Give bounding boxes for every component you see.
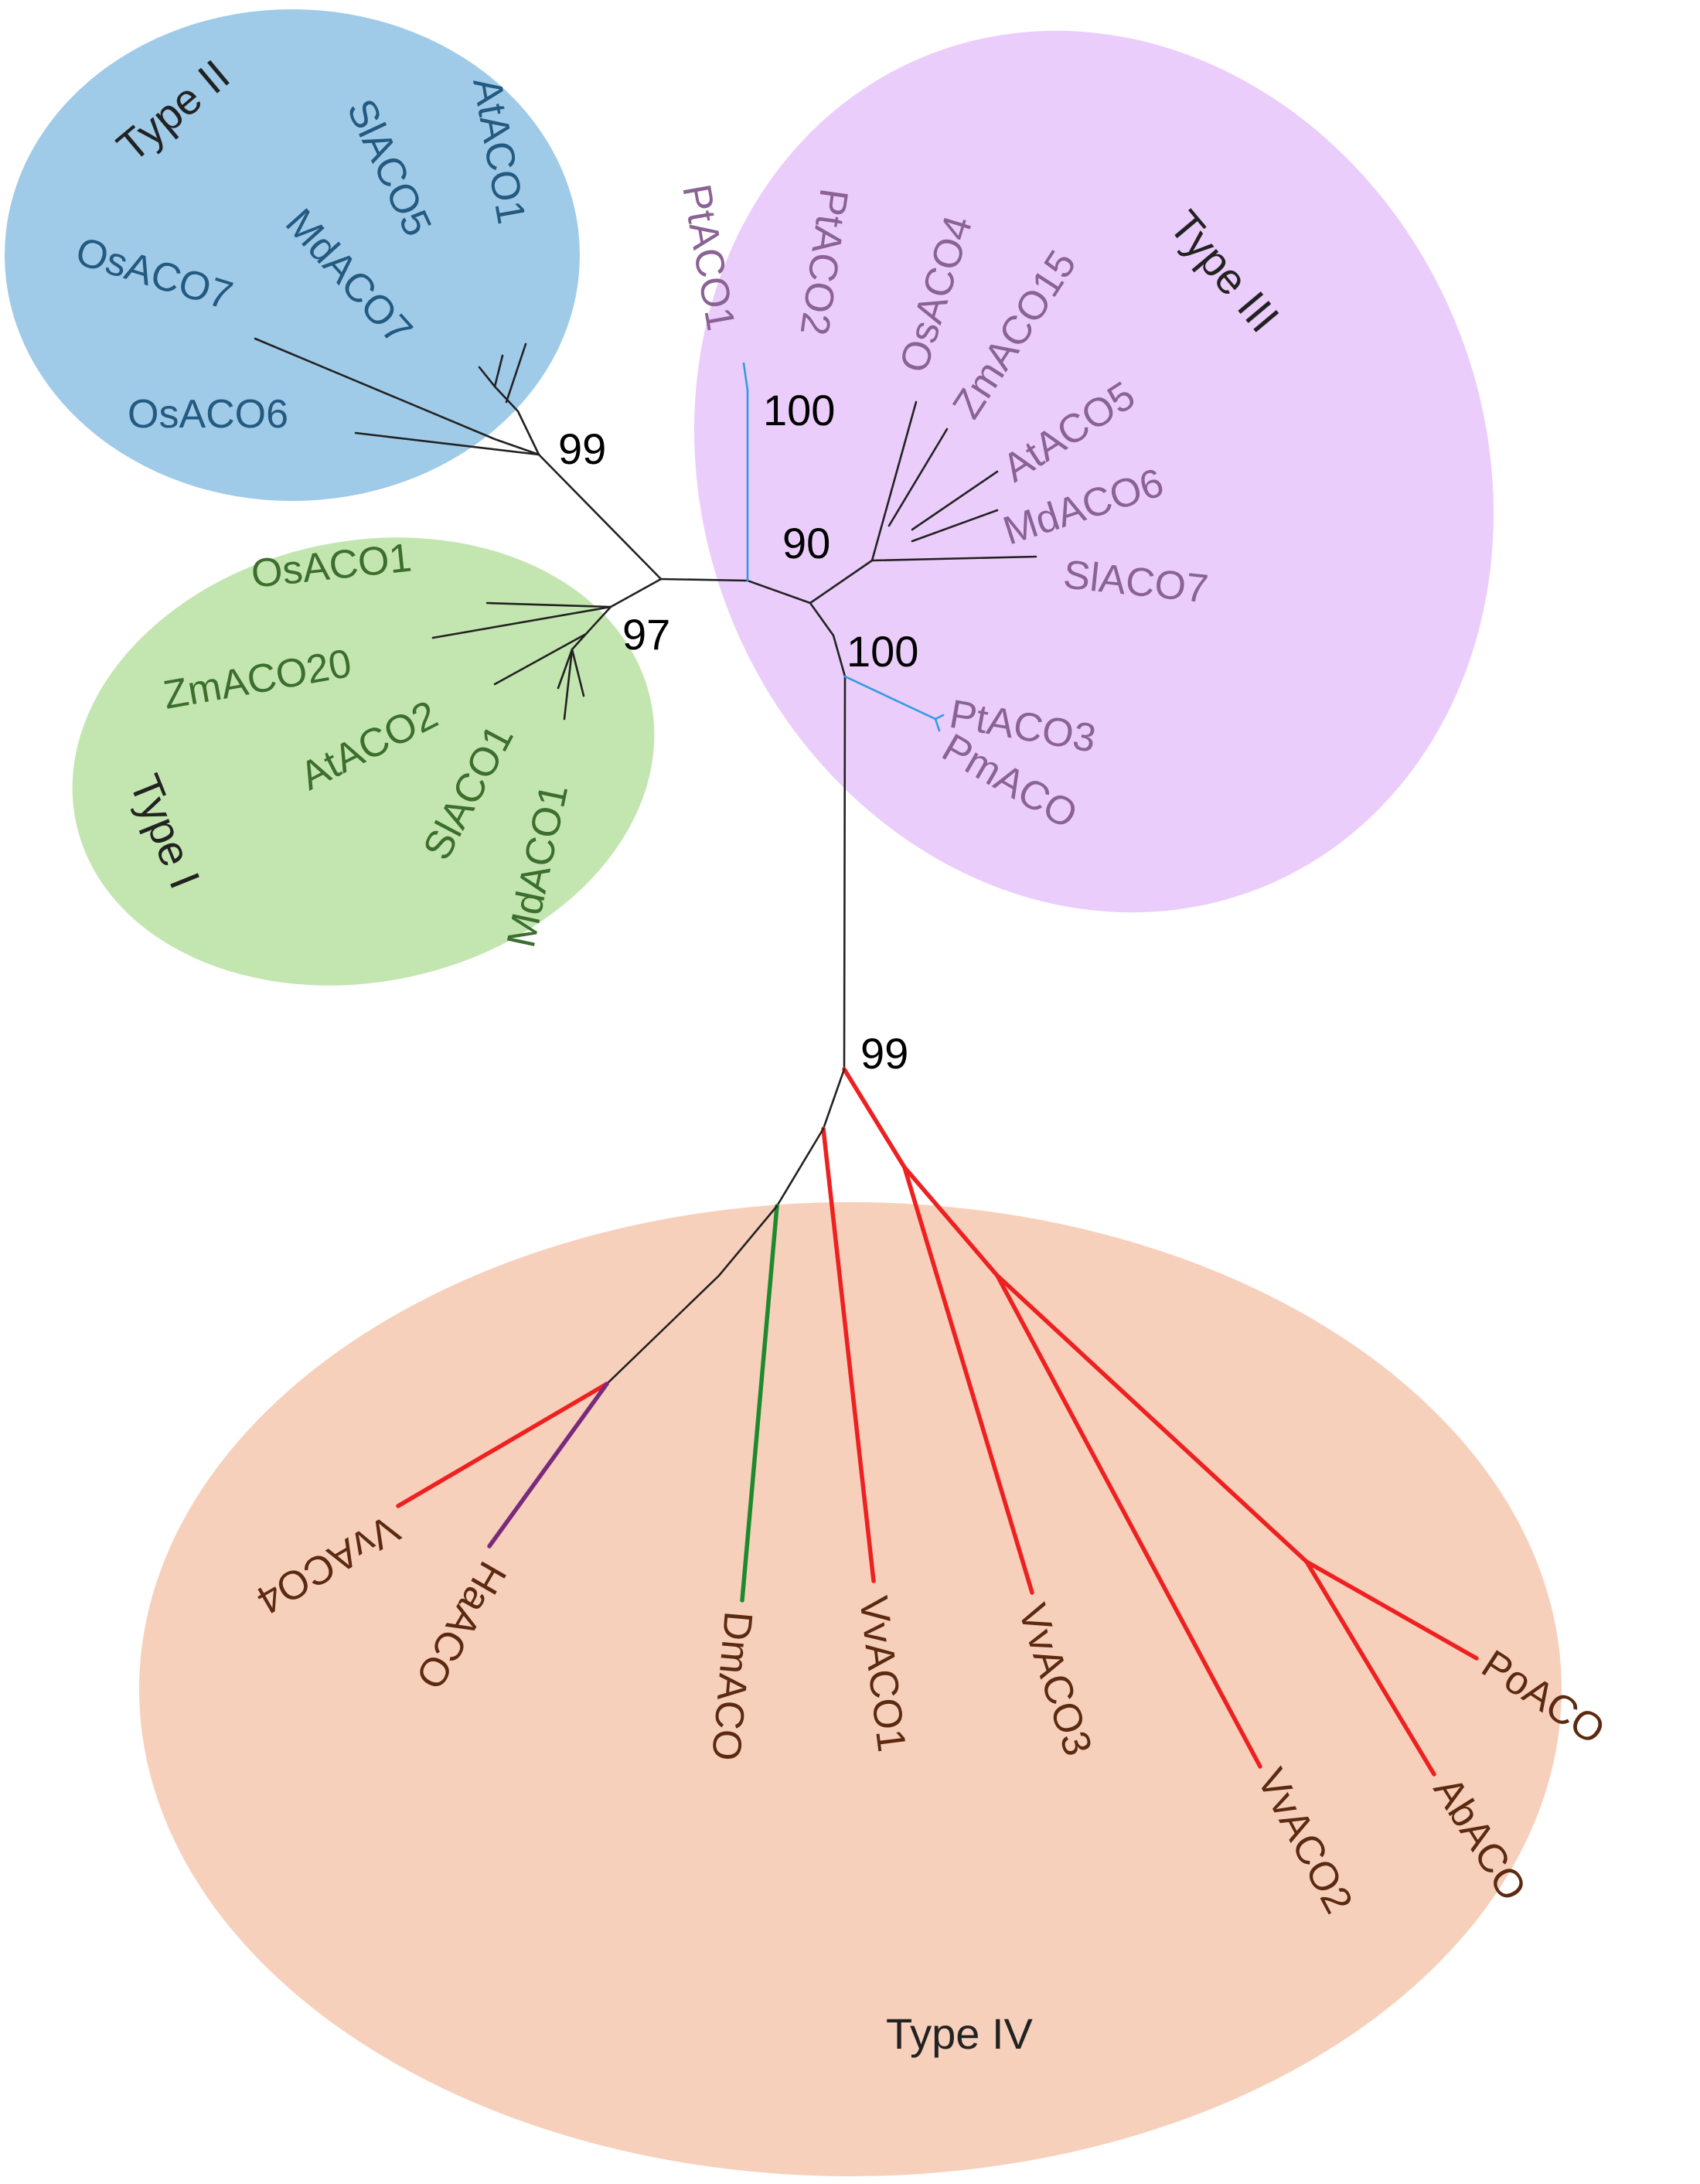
type1-ellipse	[72, 537, 655, 986]
branch-zmaco20	[431, 605, 612, 639]
branch-pmaco-tip	[934, 717, 941, 732]
bootstrap-ptaco12: 100	[763, 386, 835, 434]
branch-type1-tip	[571, 648, 585, 697]
group-title-type4: Type IV	[886, 2009, 1034, 2058]
branch-type4-red-top	[842, 1067, 907, 1170]
branch-poaco	[1304, 1559, 1479, 1661]
branch-ataco5	[911, 470, 999, 531]
branch-mdaco1	[563, 648, 574, 721]
branch-vvaco1	[821, 1126, 876, 1583]
branch-type4-red-mid	[902, 1165, 1000, 1278]
branch-root-to-type3	[843, 675, 847, 1071]
branch-type3-clade	[809, 559, 874, 605]
branch-type2-inner	[254, 337, 540, 456]
branch-mdaco6	[911, 509, 999, 543]
branch-ptaco3-pmaco	[843, 675, 937, 721]
branch-ataco1	[505, 342, 527, 404]
branch-slaco1	[557, 648, 574, 690]
branch-type4-black-b	[775, 1127, 825, 1208]
branch-type4-black-c	[605, 1204, 778, 1385]
branch-vvaco4	[396, 1382, 609, 1508]
branch-vvaco3	[902, 1165, 1034, 1595]
branch-type3-node-a	[809, 601, 847, 678]
branch-type4-red-low	[995, 1273, 1309, 1564]
branch-mdaco7	[478, 366, 496, 388]
branch-haaco	[487, 1382, 609, 1549]
branch-zmaco15	[887, 428, 949, 527]
type2-ellipse	[5, 9, 580, 501]
branch-vvaco2	[995, 1273, 1262, 1769]
bootstrap-type3-core: 90	[782, 519, 830, 567]
branch-dmaco	[740, 1204, 779, 1603]
bootstrap-type4: 99	[860, 1029, 908, 1078]
branch-slaco5	[493, 354, 504, 388]
type3-ellipse	[693, 30, 1494, 913]
branch-ptaco3-tip	[934, 714, 945, 721]
branch-ataco2	[493, 632, 588, 686]
branch-osaco4	[870, 400, 918, 562]
type4-ellipse	[139, 1202, 1562, 2176]
bootstrap-type1: 97	[622, 610, 670, 659]
branch-to-type1-node	[609, 578, 663, 608]
branch-osaco1	[485, 601, 612, 608]
branch-to-type2-node	[537, 453, 663, 581]
branch-type4-black-a	[822, 1068, 846, 1130]
tree-branches	[254, 337, 1479, 1777]
bootstrap-type2: 99	[558, 424, 606, 473]
taxon-osaco6: OsACO6	[128, 392, 288, 437]
branch-ptaco1	[742, 362, 749, 392]
branch-type2-clade	[493, 385, 540, 456]
branch-abaco	[1304, 1559, 1436, 1777]
branch-osaco6	[354, 431, 540, 456]
bootstrap-ptaco3-pmaco: 100	[847, 627, 918, 676]
branch-slaco7	[870, 555, 1037, 562]
